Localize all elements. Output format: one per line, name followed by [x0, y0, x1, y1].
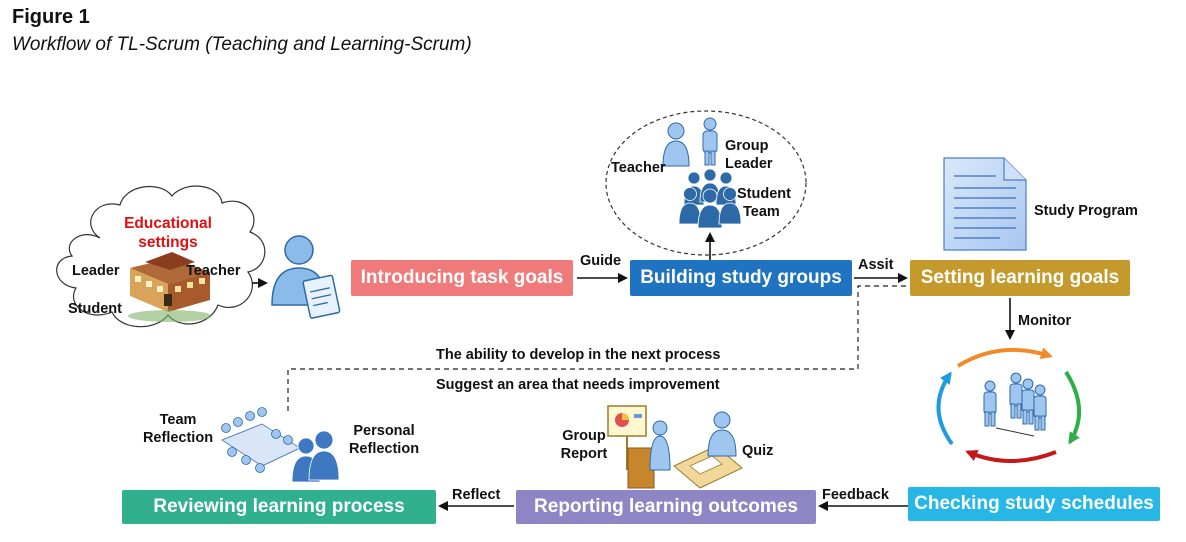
personal-reflection-icon: [291, 430, 340, 483]
group-report-line1: Group: [562, 428, 606, 444]
personal-reflection-label: Personal Reflection: [340, 422, 428, 458]
setting-learning-goals-box: Setting learning goals: [910, 260, 1130, 296]
cloud-student-label: Student: [68, 301, 122, 317]
quiz-label: Quiz: [742, 443, 774, 459]
assit-label: Assit: [858, 257, 894, 273]
group-leader-line1: Group: [725, 138, 769, 154]
schedule-people-icon: [983, 372, 1047, 437]
checking-study-schedules-box: Checking study schedules: [908, 487, 1160, 521]
cloud-teacher-label: Teacher: [186, 263, 241, 279]
educational-settings-line2: settings: [138, 234, 198, 252]
circle-teacher-label: Teacher: [611, 160, 666, 176]
reporting-learning-outcomes-box: Reporting learning outcomes: [516, 490, 816, 524]
student-team-line1: Student: [737, 186, 791, 202]
develop-ability-label: The ability to develop in the next proce…: [436, 347, 721, 363]
student-team-icon: [678, 168, 742, 229]
group-report-icon: [607, 405, 671, 489]
study-program-document-icon: [943, 157, 1027, 251]
personal-reflection-line1: Personal: [353, 423, 415, 439]
reviewing-learning-process-box: Reviewing learning process: [122, 490, 436, 524]
educational-settings-title: Educational settings: [116, 214, 220, 253]
team-reflection-line2: Reflection: [142, 430, 214, 447]
student-team-label: Student Team: [737, 185, 791, 221]
teacher-person-icon: [662, 122, 690, 167]
flow-arrows: [252, 232, 1015, 511]
team-reflection-label: Team Reflection: [138, 411, 218, 447]
study-group-ellipse: [605, 110, 807, 256]
guide-label: Guide: [580, 253, 622, 269]
feedback-label: Feedback: [822, 487, 889, 503]
team-reflection-icon: [220, 407, 302, 473]
personal-reflection-line2: Reflection: [348, 441, 420, 458]
cloud-leader-label: Leader: [72, 263, 120, 279]
building-study-groups-box: Building study groups: [630, 260, 852, 296]
team-reflection-line1: Team: [159, 412, 197, 428]
group-report-line2: Report: [560, 446, 608, 463]
group-leader-line2: Leader: [725, 156, 773, 173]
school-building-icon: [128, 252, 212, 322]
educational-settings-line1: Educational: [124, 215, 212, 232]
monitor-label: Monitor: [1018, 313, 1072, 329]
introducing-task-goals-box: Introducing task goals: [351, 260, 573, 296]
student-team-line2: Team: [743, 204, 780, 221]
study-program-label: Study Program: [1034, 203, 1138, 219]
improvement-area-label: Suggest an area that needs improvement: [436, 377, 720, 393]
dashed-feedback-loop: [287, 285, 906, 414]
teacher-document-icon: [271, 235, 341, 319]
group-leader-person-icon: [702, 117, 718, 166]
figure-subtitle: Workflow of TL-Scrum (Teaching and Learn…: [12, 34, 472, 55]
schedule-cycle: [936, 347, 1082, 463]
reflect-label: Reflect: [452, 487, 501, 503]
group-leader-label: Group Leader: [725, 137, 773, 173]
figure-title: Figure 1: [12, 6, 90, 28]
quiz-icon: [673, 411, 743, 489]
group-report-label: Group Report: [556, 427, 612, 463]
